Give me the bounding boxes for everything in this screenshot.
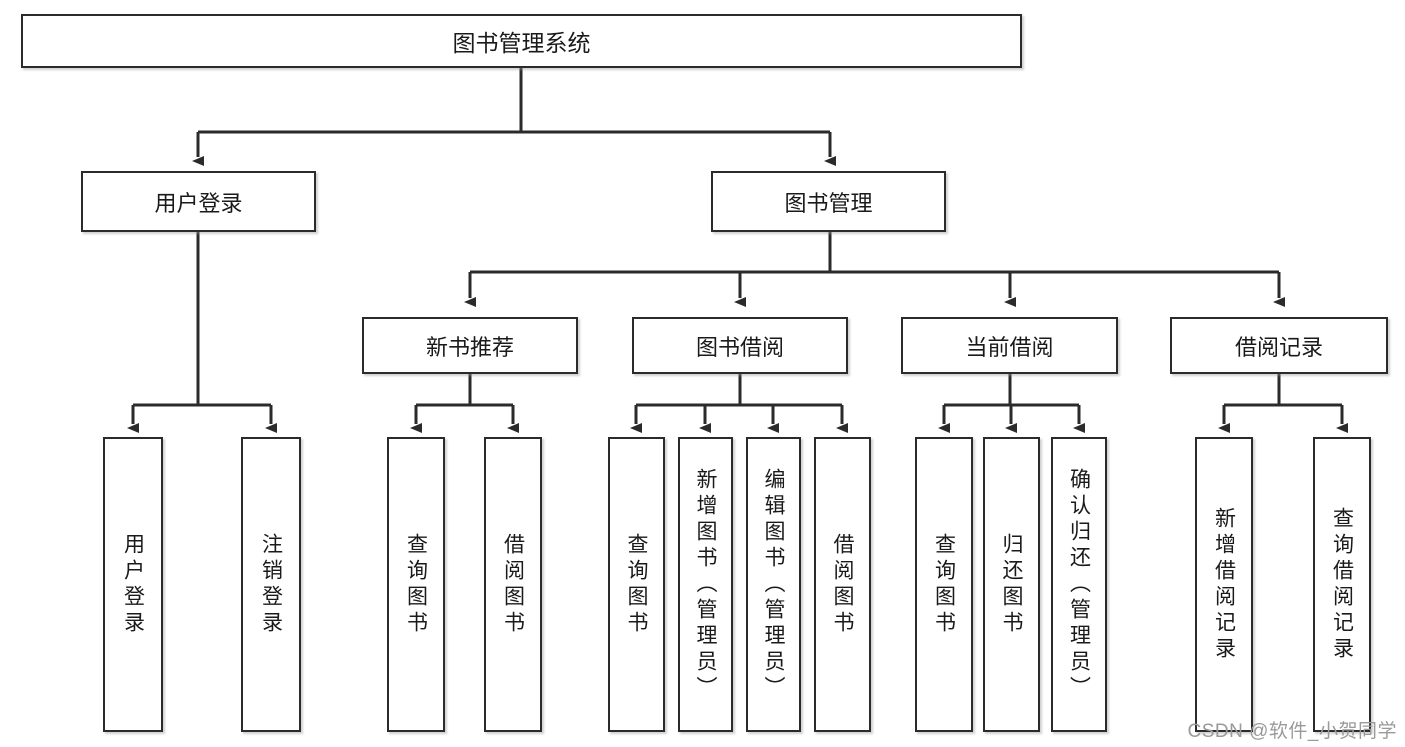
node-borrow-records[interactable]: 借阅记录 [1170, 317, 1388, 374]
leaf-borrow-book[interactable]: 借阅图书 [814, 437, 871, 732]
node-label: 查询图书 [404, 532, 428, 637]
node-label: 当前借阅 [965, 334, 1054, 360]
node-label: 图书借阅 [695, 334, 784, 360]
node-user-login[interactable]: 用户登录 [81, 171, 316, 232]
leaf-user-login[interactable]: 用户登录 [103, 437, 163, 732]
leaf-add-book-admin[interactable]: 新增图书（管理员） [678, 437, 733, 732]
node-label: 图书管理系统 [452, 30, 591, 56]
node-label: 查询借阅记录 [1330, 506, 1354, 663]
node-book-borrow[interactable]: 图书借阅 [632, 317, 848, 374]
node-label: 借阅记录 [1234, 334, 1323, 360]
node-label: 查询图书 [932, 532, 956, 637]
node-label: 查询图书 [625, 532, 648, 637]
node-root-book-management-system[interactable]: 图书管理系统 [21, 14, 1022, 68]
leaf-user-logout[interactable]: 注销登录 [241, 437, 301, 732]
node-label: 确认归还（管理员） [1067, 467, 1091, 702]
node-current-borrow[interactable]: 当前借阅 [901, 317, 1118, 374]
node-label: 用户登录 [154, 190, 243, 216]
leaf-borrow-book-recommend[interactable]: 借阅图书 [484, 437, 542, 732]
node-label: 新增借阅记录 [1212, 506, 1236, 663]
leaf-query-book-current[interactable]: 查询图书 [915, 437, 973, 732]
node-new-book-recommend[interactable]: 新书推荐 [362, 317, 578, 374]
node-label: 归还图书 [1000, 532, 1023, 637]
leaf-query-book-borrow[interactable]: 查询图书 [608, 437, 665, 732]
node-label: 新增图书（管理员） [694, 467, 717, 702]
node-book-management[interactable]: 图书管理 [711, 171, 946, 232]
leaf-add-borrow-record[interactable]: 新增借阅记录 [1195, 437, 1253, 732]
node-label: 借阅图书 [831, 532, 854, 637]
node-label: 注销登录 [259, 532, 283, 637]
node-label: 用户登录 [121, 532, 145, 637]
watermark: CSDN @软件_小贺同学 [1187, 721, 1397, 742]
node-label: 图书管理 [784, 190, 873, 216]
node-label: 借阅图书 [501, 532, 525, 637]
leaf-confirm-return-admin[interactable]: 确认归还（管理员） [1051, 437, 1107, 732]
leaf-edit-book-admin[interactable]: 编辑图书（管理员） [746, 437, 801, 732]
leaf-query-borrow-record[interactable]: 查询借阅记录 [1313, 437, 1371, 732]
node-label: 新书推荐 [425, 334, 514, 360]
node-label: 编辑图书（管理员） [762, 467, 785, 702]
leaf-query-book-recommend[interactable]: 查询图书 [387, 437, 445, 732]
leaf-return-book[interactable]: 归还图书 [983, 437, 1040, 732]
